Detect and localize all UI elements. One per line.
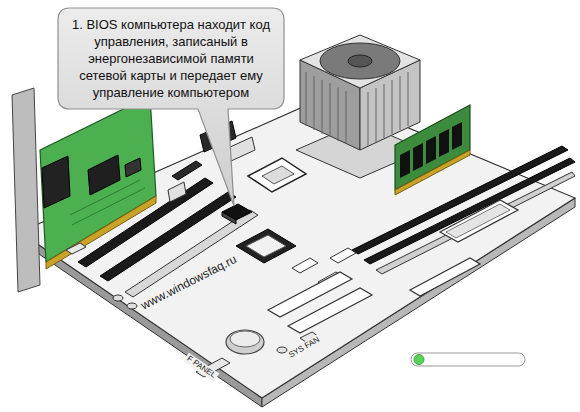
- cpu-cooler-part-part: [376, 88, 377, 142]
- network-card-part: [88, 155, 120, 195]
- southbridge-chip-part: [236, 229, 296, 263]
- pin-headers-part: [66, 243, 86, 254]
- cpu-cooler-part-part: [314, 76, 315, 130]
- northbridge-chip-part: [262, 166, 294, 184]
- callout-outline: [58, 8, 284, 206]
- capacitors-part: [113, 295, 123, 301]
- progress-bar-part: [411, 353, 525, 366]
- board-part: [20, 95, 575, 398]
- cpu-cooler-part: [348, 55, 372, 67]
- memory-module-part: [400, 122, 462, 178]
- cpu-cooler-part: [306, 72, 408, 146]
- memory-module-part-part: [452, 122, 462, 150]
- memory-module-part-part: [413, 143, 423, 171]
- expansion-slots-part: [172, 161, 202, 180]
- cpu-cooler-part-part: [338, 87, 339, 141]
- callout-bubble: 1. BIOS компьютера находит код управлени…: [58, 8, 284, 109]
- ide-connectors: [268, 258, 480, 333]
- cmos-battery-part: [230, 331, 260, 347]
- cpu-cooler: [296, 35, 424, 178]
- cmos-battery: [226, 330, 264, 354]
- cpu-cooler-part: [320, 43, 400, 79]
- memory-module-part-part: [400, 150, 410, 178]
- dimm-slots-part: [352, 146, 568, 254]
- southbridge-chip: [236, 229, 296, 263]
- cpu-cooler-part-part: [330, 83, 331, 137]
- cpu-cooler-part-part: [408, 72, 409, 126]
- cpu-cooler-part-part: [306, 72, 307, 126]
- network-card-part: [72, 188, 145, 225]
- cmos-battery-part: [226, 330, 264, 354]
- cpu-cooler-part-part: [368, 92, 369, 146]
- northbridge-chip-part: [248, 158, 306, 192]
- network-card-part: [70, 180, 140, 215]
- memory-module-part: [395, 105, 470, 190]
- cpu-cooler-part-part: [384, 84, 385, 138]
- back-panel-ports-part: [228, 137, 255, 161]
- callout-text: 1. BIOS компьютера находит код управлени…: [66, 16, 276, 101]
- sata-connectors-part: [292, 258, 318, 273]
- power-connector-part: [440, 200, 518, 242]
- memory-module: [395, 105, 470, 195]
- network-card: [12, 88, 156, 292]
- cpu-cooler-part: [300, 35, 420, 88]
- dimm-slots: [352, 146, 575, 274]
- memory-module-part-part: [439, 129, 449, 157]
- cpu-cooler-part-part: [346, 91, 347, 144]
- progress-bar-part: [414, 355, 424, 365]
- memory-module-part: [395, 150, 470, 195]
- network-card-part: [12, 88, 40, 292]
- power-connector-part: [446, 204, 510, 238]
- back-panel-ports-part: [168, 182, 186, 202]
- cpu-cooler-part-part: [392, 80, 393, 134]
- capacitors-part: [127, 303, 137, 309]
- network-card-part: [42, 156, 70, 208]
- southbridge-chip-part: [246, 235, 286, 257]
- network-card-part: [46, 196, 156, 269]
- board: [20, 95, 575, 407]
- progress-bar: [411, 353, 525, 366]
- power-connector: [440, 200, 518, 242]
- network-card-part: [125, 158, 141, 177]
- bios-chip: [222, 204, 252, 224]
- northbridge-chip: [248, 158, 306, 192]
- ide-connectors-part: [410, 258, 480, 296]
- cpu-cooler-part-part: [400, 76, 401, 130]
- bios-chip-part: [222, 212, 236, 224]
- cpu-cooler-part-part: [322, 80, 323, 134]
- sata-connectors-part: [330, 248, 356, 263]
- ide-connectors-part: [288, 288, 372, 333]
- memory-module-part-part: [426, 136, 436, 164]
